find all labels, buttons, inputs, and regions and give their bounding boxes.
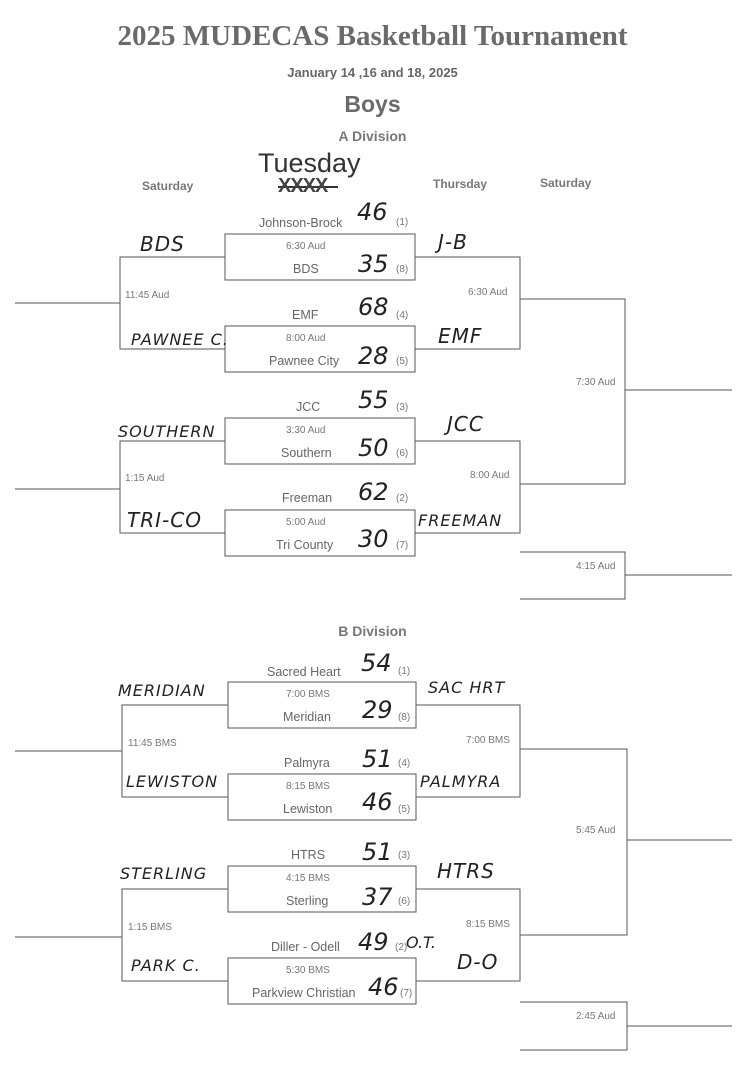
game-time: 11:45 Aud (125, 290, 170, 301)
handwritten-team: JCC (447, 412, 484, 436)
handwritten-team: LEWISTON (126, 772, 219, 791)
handwritten-team: HTRS (437, 859, 495, 883)
handwritten-team: STERLING (120, 864, 208, 883)
column-thursday: Thursday (433, 177, 488, 191)
seed: (4) (398, 758, 411, 769)
score-handwritten: 51 (362, 745, 393, 773)
handwritten-team: FREEMAN (418, 511, 503, 530)
handwritten-team: PAWNEE C. (131, 330, 229, 349)
score-handwritten: 49 (358, 928, 389, 956)
team-top: Diller - Odell (271, 940, 340, 954)
column-left-saturday: Saturday (142, 179, 194, 193)
game-time: 7:30 Aud (576, 377, 616, 388)
seed: (1) (396, 217, 409, 228)
score-handwritten: 62 (358, 478, 389, 506)
seed: (2) (395, 942, 408, 953)
game-time: 8:00 Aud (286, 333, 326, 344)
game-time: 1:15 BMS (128, 922, 172, 933)
crossed-out-day: XXXX (278, 175, 328, 197)
game-time: 11:45 BMS (128, 738, 177, 749)
seed: (7) (400, 988, 413, 999)
division-b-label: B Division (338, 623, 407, 639)
seed: (5) (396, 356, 409, 367)
seed: (6) (398, 896, 411, 907)
score-handwritten: 46 (357, 198, 388, 226)
score-handwritten: 30 (358, 525, 389, 553)
game-time: 6:30 Aud (286, 241, 326, 252)
handwritten-team: D-O (457, 950, 499, 974)
score-handwritten: 37 (362, 883, 393, 911)
seed: (7) (396, 540, 409, 551)
seed: (8) (396, 264, 409, 275)
game-time: 5:45 Aud (576, 825, 616, 836)
game-time: 7:00 BMS (286, 689, 330, 700)
score-handwritten: 50 (358, 434, 389, 462)
seed: (5) (398, 804, 411, 815)
score-handwritten: 35 (358, 250, 389, 278)
team-top: HTRS (291, 848, 326, 862)
team-top: Sacred Heart (267, 665, 341, 679)
team-bottom: Tri County (276, 538, 334, 552)
score-handwritten: 51 (362, 838, 393, 866)
page-title: 2025 MUDECAS Basketball Tournament (117, 20, 628, 52)
seed: (2) (396, 493, 409, 504)
division-a-label: A Division (338, 128, 407, 144)
team-bottom: Pawnee City (269, 354, 340, 368)
seed: (1) (398, 666, 411, 677)
team-top: JCC (296, 400, 321, 414)
game-time: 8:00 Aud (470, 470, 510, 481)
score-handwritten: 29 (362, 696, 393, 724)
handwritten-team: SOUTHERN (118, 422, 216, 441)
game-time: 8:15 BMS (286, 781, 330, 792)
team-bottom: BDS (293, 262, 319, 276)
team-bottom: Lewiston (283, 802, 333, 816)
seed: (3) (398, 850, 411, 861)
game-time: 5:30 BMS (286, 965, 330, 976)
game-time: 2:45 Aud (576, 1011, 616, 1022)
seed: (8) (398, 712, 411, 723)
handwritten-team: MERIDIAN (118, 681, 206, 700)
handwritten-team: TRI-CO (127, 508, 202, 532)
tuesday-handwritten-note: Tuesday (258, 148, 361, 178)
handwritten-team: PALMYRA (420, 772, 502, 791)
team-top: Johnson-Brock (259, 216, 343, 230)
team-top: EMF (292, 308, 319, 322)
overtime-note: O.T. (406, 933, 436, 952)
game-time: 7:00 BMS (466, 735, 510, 746)
score-handwritten: 28 (358, 342, 389, 370)
group-label: Boys (344, 91, 401, 117)
seed: (3) (396, 402, 409, 413)
team-bottom: Meridian (283, 710, 331, 724)
score-handwritten: 54 (361, 649, 392, 677)
team-top: Freeman (282, 491, 333, 505)
handwritten-team: PARK C. (131, 956, 201, 975)
game-time: 6:30 Aud (468, 287, 508, 298)
team-bottom: Sterling (286, 894, 329, 908)
seed: (6) (396, 448, 409, 459)
game-time: 1:15 Aud (125, 473, 165, 484)
handwritten-team: J-B (438, 230, 468, 254)
handwritten-team: BDS (140, 232, 185, 256)
score-handwritten: 46 (362, 788, 393, 816)
game-time: 4:15 Aud (576, 561, 616, 572)
tournament-dates: January 14 ,16 and 18, 2025 (287, 65, 458, 80)
game-time: 3:30 Aud (286, 425, 326, 436)
score-handwritten: 55 (358, 386, 389, 414)
game-time: 8:15 BMS (466, 919, 510, 930)
handwritten-team: EMF (438, 324, 483, 348)
score-handwritten: 68 (358, 293, 389, 321)
team-bottom: Southern (281, 446, 332, 460)
game-time: 5:00 Aud (286, 517, 326, 528)
score-handwritten: 46 (368, 973, 399, 1001)
game-time: 4:15 BMS (286, 873, 330, 884)
team-top: Palmyra (284, 756, 330, 770)
column-right-saturday: Saturday (540, 176, 592, 190)
seed: (4) (396, 310, 409, 321)
team-bottom: Parkview Christian (252, 986, 356, 1000)
handwritten-team: SAC HRT (428, 678, 506, 697)
